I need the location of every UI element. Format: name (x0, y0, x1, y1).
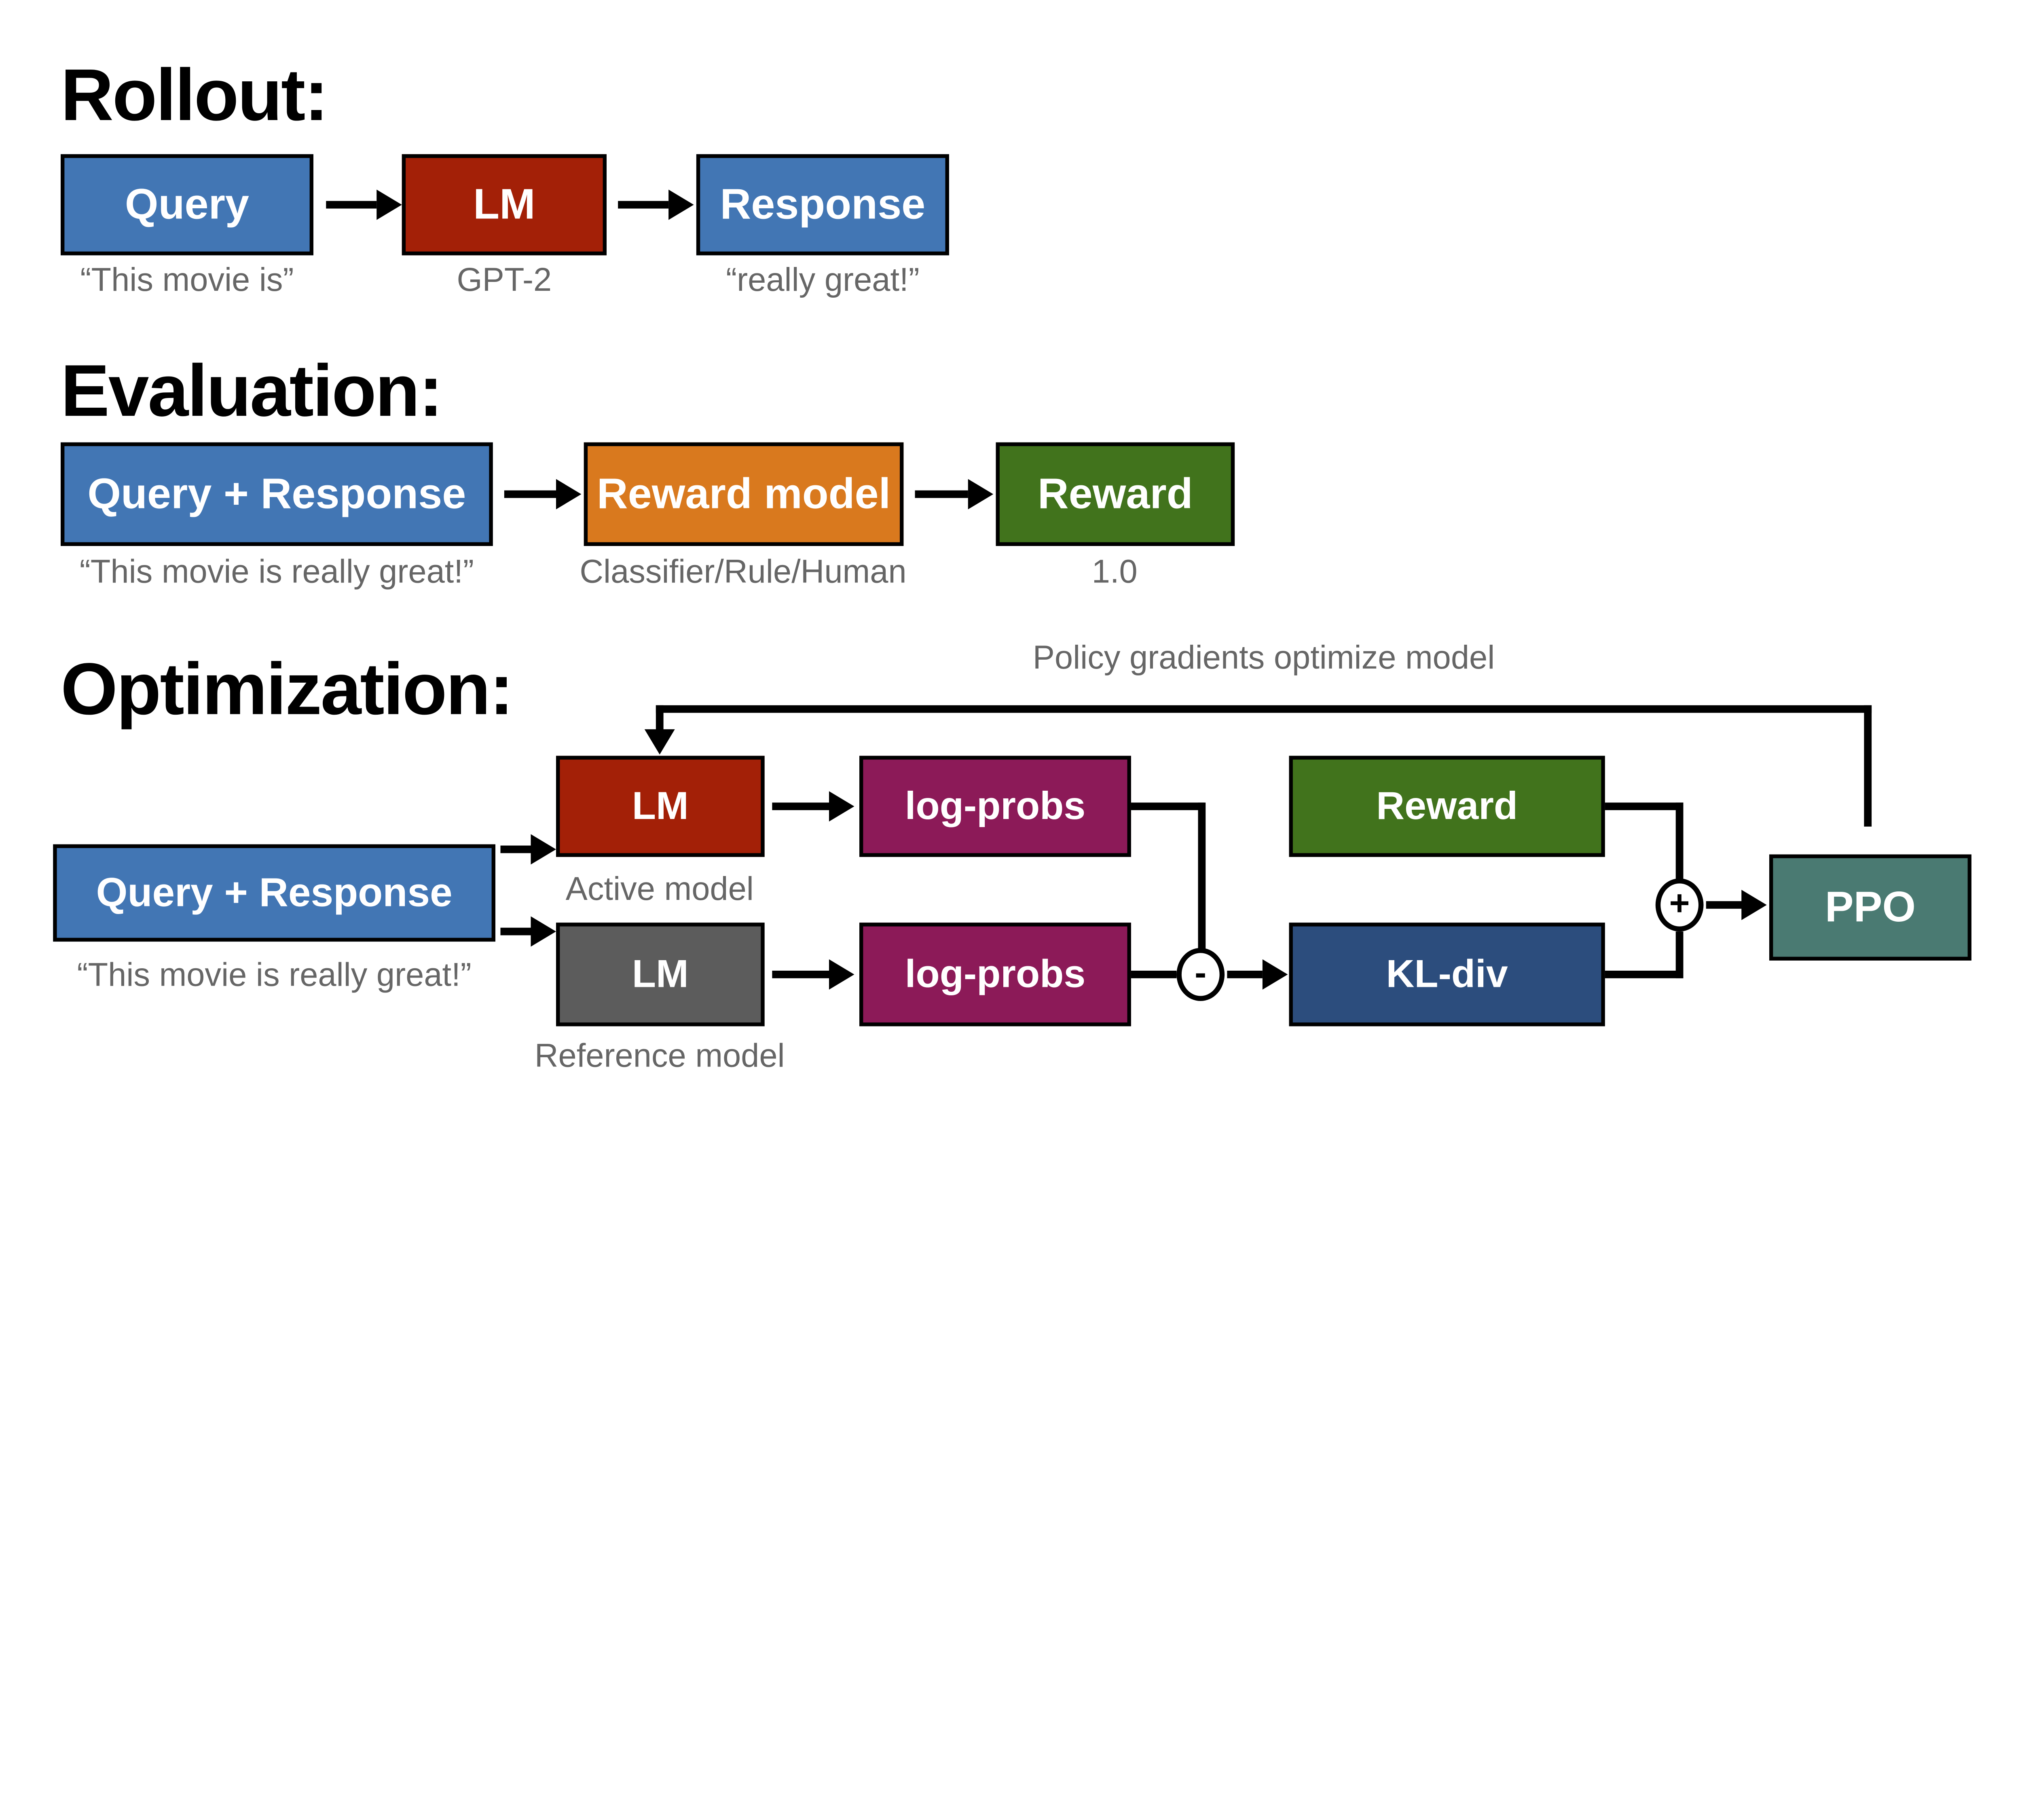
ppo-label: PPO (1825, 882, 1916, 931)
optimization-reward-box: Reward (1289, 756, 1605, 857)
optimization-query-response-label: Query + Response (96, 870, 453, 915)
evaluation-query-response-box: Query + Response (61, 442, 493, 546)
qr-to-active-lm-head-icon (531, 834, 556, 865)
reference-logprobs-box: log-probs (859, 923, 1131, 1026)
evaluation-reward-model-caption: Classifier/Rule/Human (580, 552, 907, 590)
reference-lm-caption: Reference model (534, 1036, 785, 1075)
evaluation-reward-label: Reward (1037, 469, 1193, 518)
evaluation-heading: Evaluation: (61, 350, 443, 432)
rollout-arrow2-head-icon (668, 189, 694, 220)
rollout-lm-label: LM (473, 180, 535, 229)
evaluation-reward-model-box: Reward model (584, 442, 904, 546)
optimization-heading: Optimization: (61, 648, 514, 731)
active-logprobs-box: log-probs (859, 756, 1131, 857)
feedback-line-left-vertical (656, 705, 664, 731)
rollout-query-box: Query (61, 154, 313, 256)
qr-to-reference-lm-head-icon (531, 916, 556, 947)
evaluation-reward-model-label: Reward model (596, 469, 891, 518)
minus-to-kl-head-icon (1262, 959, 1288, 990)
active-logprobs-label: log-probs (905, 783, 1086, 828)
evaluation-query-response-label: Query + Response (87, 469, 466, 518)
rollout-arrow1-head-icon (376, 189, 402, 220)
qr-to-active-lm-line (500, 845, 533, 853)
rollout-lm-box: LM (402, 154, 607, 256)
rollout-response-box: Response (696, 154, 949, 256)
evaluation-arrow1-line (504, 490, 556, 498)
kl-up-line (1675, 931, 1684, 978)
plus-to-ppo-head-icon (1741, 890, 1767, 920)
rollout-response-label: Response (720, 180, 926, 229)
minus-junction-label: - (1195, 952, 1207, 992)
reference-lm-to-logprobs-line (772, 971, 832, 978)
ppo-box: PPO (1769, 854, 1971, 961)
evaluation-arrow1-head-icon (556, 479, 582, 510)
reference-lm-box: LM (556, 923, 765, 1026)
rollout-query-caption: “This movie is” (80, 260, 294, 298)
minus-junction: - (1176, 948, 1225, 1001)
plus-junction: + (1655, 878, 1704, 932)
active-lm-to-logprobs-head-icon (829, 791, 854, 822)
evaluation-arrow2-head-icon (968, 479, 994, 510)
reference-lm-label: LM (632, 952, 689, 996)
policy-gradients-label: Policy gradients optimize model (1032, 638, 1495, 676)
rollout-query-label: Query (125, 180, 250, 229)
reward-out-line (1605, 802, 1684, 811)
reference-lm-to-logprobs-head-icon (829, 959, 854, 990)
rollout-arrow2-line (618, 201, 669, 209)
reward-down-line (1675, 802, 1684, 881)
kl-div-box: KL-div (1289, 923, 1605, 1026)
optimization-reward-label: Reward (1376, 783, 1518, 828)
rollout-lm-caption: GPT-2 (457, 260, 552, 298)
plus-junction-label: + (1669, 882, 1690, 922)
plus-to-ppo-line (1706, 901, 1744, 909)
qr-to-reference-lm-line (500, 927, 533, 935)
active-lm-label: LM (632, 783, 689, 828)
active-lm-caption: Active model (565, 870, 754, 908)
optimization-query-response-caption: “This movie is really great!” (77, 955, 472, 994)
feedback-line-horizontal (656, 705, 1872, 713)
reference-logprobs-out-line (1131, 971, 1177, 978)
active-lm-box: LM (556, 756, 765, 857)
diagram-canvas: Rollout: Query LM Response “This movie i… (53, 54, 1971, 1075)
kl-div-label: KL-div (1386, 952, 1508, 996)
minus-to-kl-line (1227, 971, 1263, 978)
feedback-line-right-vertical (1864, 705, 1872, 827)
evaluation-query-response-caption: “This movie is really great!” (79, 552, 474, 590)
kl-out-line (1605, 971, 1684, 978)
active-logprobs-down-line (1198, 802, 1206, 952)
evaluation-reward-box: Reward (996, 442, 1235, 546)
active-logprobs-out-line (1131, 802, 1205, 811)
rollout-heading: Rollout: (61, 54, 329, 137)
reference-logprobs-label: log-probs (905, 952, 1086, 996)
active-lm-to-logprobs-line (772, 802, 832, 811)
feedback-arrow-head-icon (644, 729, 675, 755)
rollout-response-caption: “really great!” (726, 260, 920, 298)
evaluation-reward-caption: 1.0 (1091, 552, 1138, 590)
rollout-arrow1-line (326, 201, 377, 209)
optimization-query-response-box: Query + Response (53, 844, 495, 942)
evaluation-arrow2-line (915, 490, 968, 498)
